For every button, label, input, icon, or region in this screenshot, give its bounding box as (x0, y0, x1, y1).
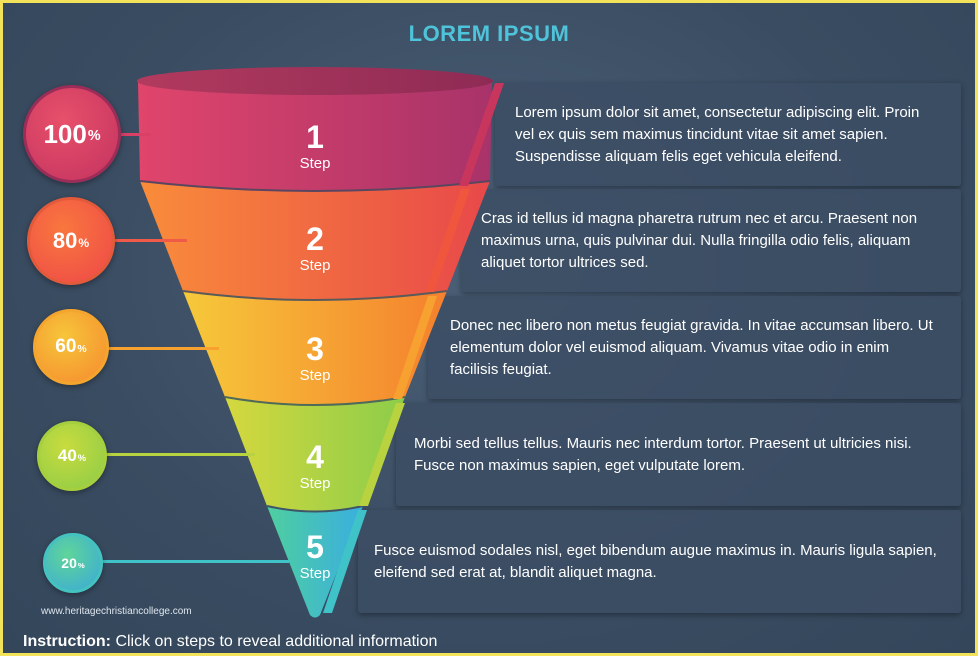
step-3-text: Donec nec libero non metus feugiat gravi… (450, 316, 933, 378)
funnel-segment-4[interactable] (225, 397, 405, 513)
percent-value-1: 100 (43, 118, 87, 149)
step-5-panel[interactable]: Fusce euismod sodales nisl, eget bibendu… (358, 510, 961, 613)
step-5-number: 5 (306, 529, 324, 565)
accent-bar-5 (323, 510, 367, 613)
percent-sign-4: % (77, 453, 87, 463)
step-1-text: Lorem ipsum dolor sit amet, consectetur … (515, 103, 920, 165)
step-5-label: Step (299, 565, 331, 582)
watermark-text: www.heritagechristiancollege.com (41, 606, 192, 617)
step-4-label: Step (299, 475, 331, 492)
instruction-label: Instruction: (23, 633, 111, 650)
step-1-panel[interactable]: Lorem ipsum dolor sit amet, consectetur … (495, 83, 961, 186)
step-4-panel[interactable]: Morbi sed tellus tellus. Mauris nec inte… (396, 403, 961, 506)
instruction-body: Click on steps to reveal additional info… (111, 633, 438, 650)
percent-circle-1[interactable]: 100% (23, 85, 121, 183)
funnel-segment-3[interactable] (183, 291, 447, 406)
connector-line-2 (115, 239, 187, 242)
percent-circle-4[interactable]: 40% (37, 421, 107, 491)
accent-bar-2 (425, 189, 470, 292)
step-2-panel[interactable]: Cras id tellus id magna pharetra rutrum … (461, 189, 961, 292)
funnel-graphic (137, 67, 504, 618)
step-4-number: 4 (306, 439, 324, 475)
step-2-text: Cras id tellus id magna pharetra rutrum … (481, 209, 918, 271)
step-5-text: Fusce euismod sodales nisl, eget bibendu… (374, 541, 937, 581)
accent-bar-4 (359, 403, 405, 506)
step-4-text: Morbi sed tellus tellus. Mauris nec inte… (414, 434, 912, 474)
connector-line-1 (121, 133, 151, 136)
instruction-text: Instruction: Click on steps to reveal ad… (23, 633, 437, 651)
slide-title: LOREM IPSUM (408, 21, 570, 46)
step-3-label: Step (299, 367, 331, 384)
step-1-label: Step (299, 155, 331, 172)
percent-value-3: 60 (55, 336, 77, 357)
percent-sign-1: % (87, 128, 101, 144)
funnel-segment-2[interactable] (140, 181, 490, 301)
step-2-number: 2 (306, 221, 324, 257)
percent-sign-2: % (78, 236, 90, 250)
step-3-number: 3 (306, 331, 324, 367)
step-1-number: 1 (306, 119, 324, 155)
funnel-segment-1[interactable] (137, 67, 493, 192)
slide: LOREM IPSUM Lorem ipsum dolor sit amet, … (3, 3, 975, 653)
percent-circle-2[interactable]: 80% (27, 197, 115, 285)
percent-value-2: 80 (52, 228, 78, 253)
percent-circle-5[interactable]: 20% (43, 533, 103, 593)
percent-sign-3: % (77, 343, 87, 355)
accent-bar-3 (393, 296, 437, 399)
funnel-segment-5[interactable] (267, 506, 363, 618)
accent-bar-1 (459, 83, 504, 186)
percent-sign-5: % (77, 560, 85, 570)
percent-value-5: 20 (61, 555, 77, 571)
connector-line-3 (103, 347, 219, 350)
percent-circle-3[interactable]: 60% (33, 309, 109, 385)
step-2-label: Step (299, 257, 331, 274)
percent-value-4: 40 (57, 446, 77, 465)
step-3-panel[interactable]: Donec nec libero non metus feugiat gravi… (428, 296, 961, 399)
connector-line-5 (99, 560, 289, 563)
connector-line-4 (97, 453, 255, 456)
